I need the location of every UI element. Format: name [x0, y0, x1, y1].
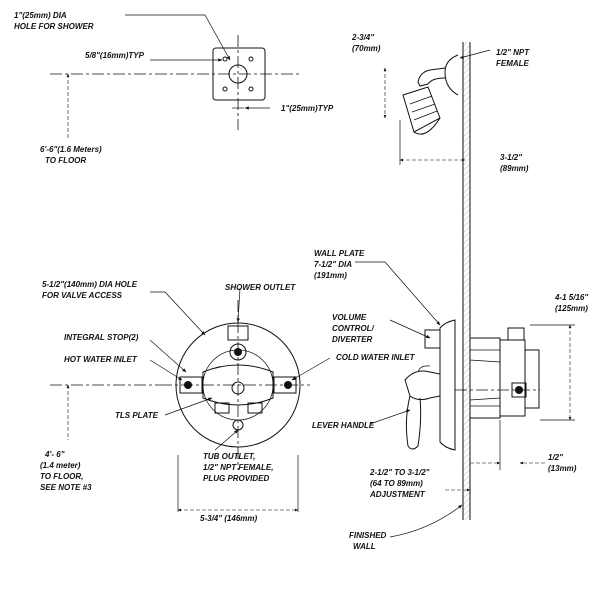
finished-wall [462, 42, 471, 520]
wall-plate-label-3: (191mm) [314, 271, 347, 280]
floor-66-label-1: 6'-6"(1.6 Meters) [40, 145, 102, 154]
adj-label-3: ADJUSTMENT [369, 490, 426, 499]
dim-4516-label-2: (125mm) [555, 304, 588, 313]
hot-inlet-label: HOT WATER INLET [64, 355, 138, 364]
wall-plate-leader [355, 261, 441, 326]
wall-plate-label-1: WALL PLATE [314, 249, 365, 258]
tls-plate-leader [164, 397, 213, 416]
dim-312-label-1: 3-1/2" [500, 153, 522, 162]
npt-leader [459, 49, 491, 59]
integral-stop-leader [149, 339, 187, 373]
shower-head [402, 54, 459, 135]
npt-label-1: 1/2" NPT [496, 48, 530, 57]
valve-access-label-1: 5-1/2"(140mm) DIA HOLE [42, 280, 138, 289]
wall-plate-label-2: 7-1/2" DIA [314, 260, 352, 269]
lever-leader [369, 409, 411, 425]
dim-12-label-2: (13mm) [548, 464, 577, 473]
dim-234-label-1: 2-3/4" [351, 33, 374, 42]
adj-label-2: (64 TO 89mm) [370, 479, 423, 488]
dim-234-label-2: (70mm) [352, 44, 381, 53]
tub-outlet-label-2: 1/2" NPT FEMALE, [203, 463, 273, 472]
shower-outlet-label: SHOWER OUTLET [225, 283, 296, 292]
dim-312-label-2: (89mm) [500, 164, 529, 173]
typ-58-label: 5/8"(16mm)TYP [85, 51, 145, 60]
valve-access-label-2: FOR VALVE ACCESS [42, 291, 123, 300]
npt-label-2: FEMALE [496, 59, 530, 68]
dim-12-label-1: 1/2" [548, 453, 563, 462]
cold-inlet-leader [291, 357, 331, 381]
hot-inlet-leader [149, 359, 183, 381]
floor-46-label-4: SEE NOTE #3 [40, 483, 92, 492]
tls-plate-label: TLS PLATE [115, 411, 159, 420]
valve-front [175, 322, 301, 448]
integral-stop-label: INTEGRAL STOP(2) [64, 333, 139, 342]
tub-outlet-label-1: TUB OUTLET, [203, 452, 255, 461]
valve-side-view [404, 319, 540, 451]
volume-label-3: DIVERTER [332, 335, 373, 344]
cold-inlet-label: COLD WATER INLET [336, 353, 416, 362]
volume-label-2: CONTROL/ [332, 324, 375, 333]
hole-shower-leader [125, 14, 231, 61]
floor-46-label-2: (1.4 meter) [40, 461, 81, 470]
dim-534-label: 5-3/4" (146mm) [200, 514, 257, 523]
tub-outlet-label-3: PLUG PROVIDED [203, 474, 269, 483]
hole-shower-label-2: HOLE FOR SHOWER [14, 22, 94, 31]
hole-shower-label-1: 1"(25mm) DIA [14, 11, 67, 20]
tub-outlet-leader [214, 429, 239, 451]
adj-label-1: 2-1/2" TO 3-1/2" [369, 468, 430, 477]
volume-label-1: VOLUME [332, 313, 367, 322]
typ-1-label: 1"(25mm)TYP [281, 104, 334, 113]
finished-wall-label-1: FINISHED [349, 531, 387, 540]
dim-4516-label-1: 4-1 5/16" [554, 293, 588, 302]
lever-label: LEVER HANDLE [312, 421, 375, 430]
finished-wall-label-2: WALL [353, 542, 376, 551]
floor-46-label-1: 4'- 6" [44, 450, 65, 459]
valve-access-leader [150, 291, 206, 336]
shower-outlet-leader [236, 287, 241, 323]
finished-wall-leader [389, 504, 463, 538]
floor-66-label-2: TO FLOOR [45, 156, 86, 165]
volume-leader [389, 319, 431, 339]
floor-46-label-3: TO FLOOR, [40, 472, 83, 481]
